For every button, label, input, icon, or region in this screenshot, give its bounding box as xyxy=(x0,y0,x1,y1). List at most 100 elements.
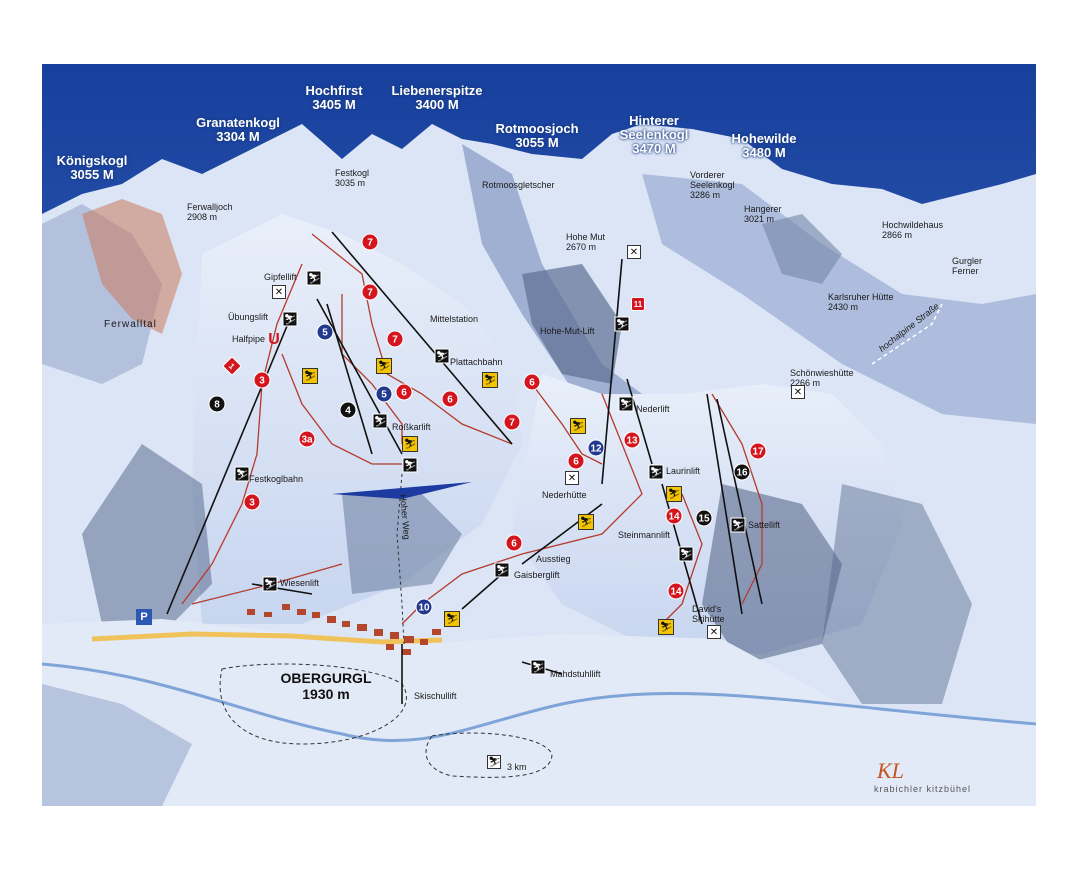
cross-country-icon[interactable]: ⛷ xyxy=(487,755,501,769)
run-marker[interactable]: 15 xyxy=(695,509,713,527)
label-hochwildehaus: Hochwildehaus 2866 m xyxy=(882,220,944,240)
run-marker[interactable]: 4 xyxy=(339,401,357,419)
hut-icon[interactable]: ✕ xyxy=(627,245,641,259)
run-marker[interactable]: 14 xyxy=(667,582,685,600)
label-nederhuette: Nederhütte xyxy=(542,490,587,500)
label-halfpipe: Halfpipe xyxy=(232,334,266,344)
river xyxy=(42,662,1036,743)
run-marker[interactable]: 7 xyxy=(503,413,521,431)
run-sign-icon[interactable]: ⛷ xyxy=(376,358,392,374)
label-nederlift: Nederlift xyxy=(636,404,670,414)
rock-face-right xyxy=(762,214,842,284)
label-gurgler-ferner: Gurgler Ferner xyxy=(952,256,983,276)
run-marker[interactable]: 6 xyxy=(567,452,585,470)
run-marker[interactable]: 17 xyxy=(749,442,767,460)
run-marker[interactable]: 16 xyxy=(733,463,751,481)
label-vorderer-seelenkogl: Vorderer Seelenkogl 3286 m xyxy=(690,170,735,200)
run-marker[interactable]: 6 xyxy=(441,390,459,408)
lift-icon[interactable]: ⛷ xyxy=(372,413,388,429)
label-wiesenlift: Wiesenlift xyxy=(280,578,320,588)
map-artwork xyxy=(42,64,1036,806)
lift-icon[interactable]: ⛷ xyxy=(730,517,746,533)
lift-icon[interactable]: ⛷ xyxy=(648,464,664,480)
run-sign-icon[interactable]: ⛷ xyxy=(444,611,460,627)
run-marker[interactable]: 8 xyxy=(208,395,226,413)
label-davids-skihuette: David's Skihütte xyxy=(692,604,725,624)
label-loipe: 3 km xyxy=(507,762,527,772)
lift-icon[interactable]: ⛷ xyxy=(614,316,630,332)
run-marker[interactable]: 3 xyxy=(253,371,271,389)
run-sign-icon[interactable]: ⛷ xyxy=(578,514,594,530)
label-ferwalltal: Ferwalltal xyxy=(104,319,157,330)
rock-face-left xyxy=(82,199,182,334)
run-marker[interactable]: 7 xyxy=(361,233,379,251)
run-marker[interactable]: 7 xyxy=(361,283,379,301)
lift-icon[interactable]: ⛷ xyxy=(434,348,450,364)
valley-floor xyxy=(42,619,1036,806)
run-marker[interactable]: 14 xyxy=(665,507,683,525)
run-marker[interactable]: 7 xyxy=(386,330,404,348)
label-laurinlift: Laurinlift xyxy=(666,466,701,476)
label-karlsruher-huette: Karlsruher Hütte 2430 m xyxy=(828,292,894,312)
lift-icon[interactable]: ⛷ xyxy=(282,311,298,327)
label-mittelstation: Mittelstation xyxy=(430,314,479,324)
label-rotmoosgletscher: Rotmoosgletscher xyxy=(482,180,555,190)
rock-face-center xyxy=(522,264,622,384)
run-marker[interactable]: 12 xyxy=(587,439,605,457)
forest-far-right xyxy=(822,484,972,704)
run-marker[interactable]: 6 xyxy=(395,383,413,401)
road xyxy=(91,631,443,645)
artist-logo: KL xyxy=(877,758,904,783)
lift-icon[interactable]: ⛷ xyxy=(618,396,634,412)
label-skischullift: Skischullift xyxy=(414,691,457,701)
xc-loop-2 xyxy=(425,732,553,778)
lift-icon[interactable]: ⛷ xyxy=(530,659,546,675)
hut-icon[interactable]: ✕ xyxy=(272,285,286,299)
run-sign-icon[interactable]: ⛷ xyxy=(402,436,418,452)
ridge-shadow-right xyxy=(642,174,1036,424)
hut-icon[interactable]: ✕ xyxy=(791,385,805,399)
parking-icon[interactable]: P xyxy=(136,609,152,625)
run-sign-icon[interactable]: ⛷ xyxy=(658,619,674,635)
run-marker[interactable]: 10 xyxy=(415,598,433,616)
lift-icon[interactable]: ⛷ xyxy=(306,270,322,286)
run-sign-icon[interactable]: ⛷ xyxy=(482,372,498,388)
run-marker[interactable]: 5 xyxy=(316,323,334,341)
run-sign-icon[interactable]: ⛷ xyxy=(570,418,586,434)
run-marker[interactable]: 3a xyxy=(298,430,316,448)
run-marker[interactable]: 5 xyxy=(375,385,393,403)
lift-icon[interactable]: ⛷ xyxy=(234,466,250,482)
hoher-weg-trail xyxy=(396,473,405,645)
lift-icon[interactable]: ⛷ xyxy=(494,562,510,578)
ridge-shadow-center xyxy=(462,144,642,404)
label-gaisberglift: Gaisberglift xyxy=(514,570,560,580)
run-marker[interactable]: 6 xyxy=(505,534,523,552)
run-sign-icon[interactable]: ⛷ xyxy=(302,368,318,384)
halfpipe-icon[interactable]: U xyxy=(268,331,280,348)
run-marker[interactable]: 13 xyxy=(623,431,641,449)
label-plattachbahn: Plattachbahn xyxy=(450,357,503,367)
hut-icon[interactable]: ✕ xyxy=(707,625,721,639)
label-ausstieg: Ausstieg xyxy=(536,554,571,564)
run-marker[interactable]: 6 xyxy=(523,373,541,391)
lift-icon[interactable]: ⛷ xyxy=(678,546,694,562)
run-marker[interactable]: 11 xyxy=(631,297,645,311)
label-uebungslift: Übungslift xyxy=(228,312,269,322)
label-sattellift: Sattellift xyxy=(748,520,781,530)
label-festkogl: Festkogl 3035 m xyxy=(335,168,370,188)
lift-icon[interactable]: ⛷ xyxy=(402,457,418,473)
label-hohe-mut: Hohe Mut 2670 m xyxy=(566,232,606,252)
run-sign-icon[interactable]: ⛷ xyxy=(666,486,682,502)
lift-icon[interactable]: ⛷ xyxy=(262,576,278,592)
hut-icon[interactable]: ✕ xyxy=(565,471,579,485)
label-festkoglbahn: Festkoglbahn xyxy=(249,474,304,484)
label-rosskarlift: Roßkarlift xyxy=(392,422,431,432)
label-hangerer: Hangerer 3021 m xyxy=(744,204,782,224)
run-marker[interactable]: 3 xyxy=(243,493,261,511)
